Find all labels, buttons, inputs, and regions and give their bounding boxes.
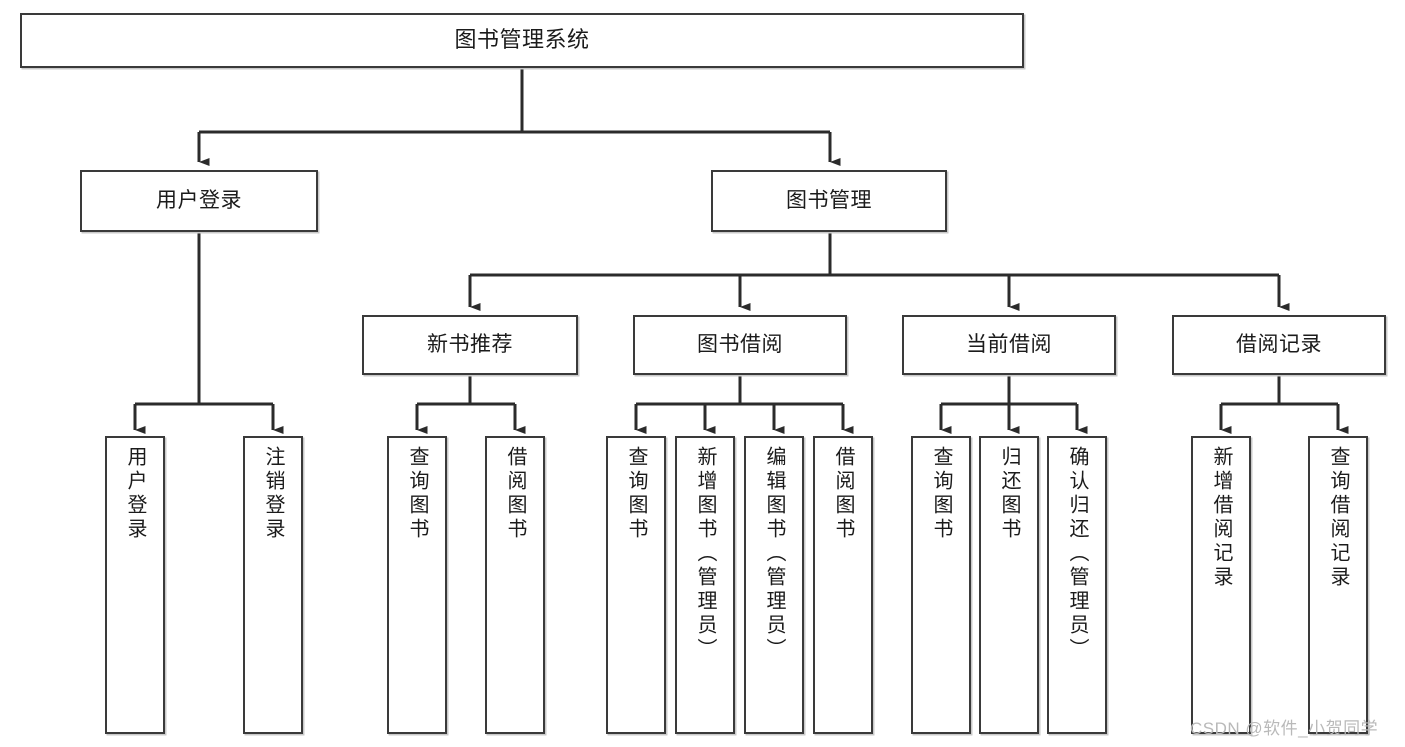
node-leaf-query-book-recommend[interactable]: 查询图书 [387,436,447,734]
node-label: 新书推荐 [427,333,513,357]
node-label: 查询图书 [625,446,647,542]
node-leaf-add-book-admin[interactable]: 新增图书（管理员） [675,436,735,734]
node-label: 用户登录 [124,446,146,542]
node-leaf-query-book-current[interactable]: 查询图书 [911,436,971,734]
node-leaf-borrow-book[interactable]: 借阅图书 [813,436,873,734]
node-label: 查询图书 [930,446,952,542]
node-leaf-logout-login[interactable]: 注销登录 [243,436,303,734]
node-leaf-query-book-borrow[interactable]: 查询图书 [606,436,666,734]
node-leaf-borrow-book-recommend[interactable]: 借阅图书 [485,436,545,734]
node-leaf-query-borrow-record[interactable]: 查询借阅记录 [1308,436,1368,734]
node-label: 借阅记录 [1236,333,1322,357]
node-label: 归还图书 [998,446,1020,542]
node-label: 查询借阅记录 [1327,446,1349,590]
node-label: 查询图书 [406,446,428,542]
node-current-borrow[interactable]: 当前借阅 [902,315,1116,375]
node-user-login[interactable]: 用户登录 [80,170,318,232]
node-borrow-record[interactable]: 借阅记录 [1172,315,1386,375]
node-leaf-user-login[interactable]: 用户登录 [105,436,165,734]
node-label: 用户登录 [156,189,242,213]
node-label: 编辑图书（管理员） [763,446,785,662]
node-leaf-return-book[interactable]: 归还图书 [979,436,1039,734]
node-root-book-management-system[interactable]: 图书管理系统 [20,13,1024,68]
node-book-borrow[interactable]: 图书借阅 [633,315,847,375]
node-label: 借阅图书 [832,446,854,542]
node-label: 借阅图书 [504,446,526,542]
node-label: 图书管理系统 [454,27,590,53]
node-new-book-recommend[interactable]: 新书推荐 [362,315,578,375]
node-leaf-edit-book-admin[interactable]: 编辑图书（管理员） [744,436,804,734]
node-leaf-add-borrow-record[interactable]: 新增借阅记录 [1191,436,1251,734]
node-label: 确认归还（管理员） [1066,446,1088,662]
node-label: 图书管理 [786,189,872,213]
node-label: 新增图书（管理员） [694,446,716,662]
node-leaf-confirm-return-admin[interactable]: 确认归还（管理员） [1047,436,1107,734]
node-label: 图书借阅 [697,333,783,357]
node-label: 当前借阅 [966,333,1052,357]
node-book-management[interactable]: 图书管理 [711,170,947,232]
node-label: 新增借阅记录 [1210,446,1232,590]
watermark-text: CSDN @软件_小贺同学 [1190,719,1379,738]
node-label: 注销登录 [262,446,284,542]
